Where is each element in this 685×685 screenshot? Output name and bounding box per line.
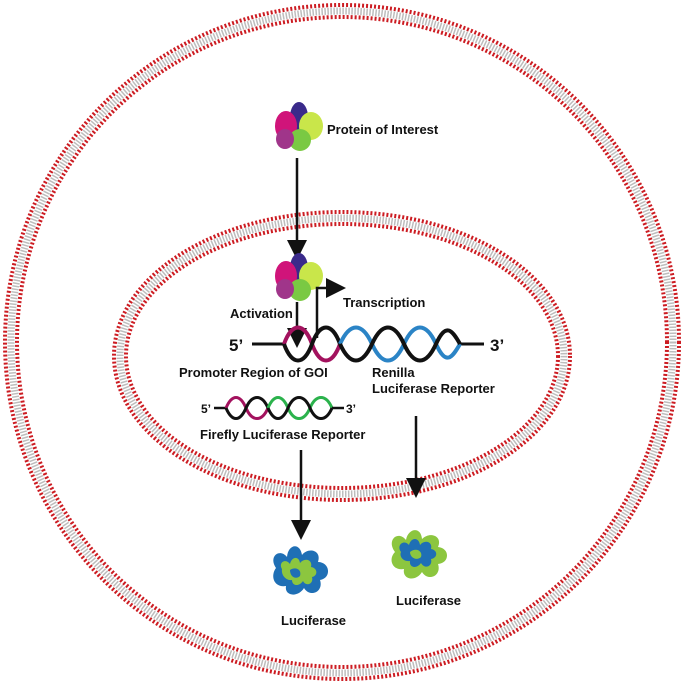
- transcription-label: Transcription: [343, 295, 425, 310]
- cell-membrane: [3, 3, 681, 681]
- five-prime-small-label: 5’: [201, 402, 211, 416]
- three-prime-main-label: 3’: [490, 336, 504, 355]
- promoter-region-label: Promoter Region of GOI: [179, 365, 328, 380]
- five-prime-main-label: 5’: [229, 336, 243, 355]
- protein-of-interest-icon: [275, 102, 323, 151]
- renilla-label-line2: Luciferase Reporter: [372, 381, 495, 396]
- luciferase-left-label: Luciferase: [281, 613, 346, 628]
- firefly-label: Firefly Luciferase Reporter: [200, 427, 365, 442]
- activation-label: Activation: [230, 306, 293, 321]
- protein-in-nucleus-icon: [275, 253, 323, 301]
- luciferase-right-label: Luciferase: [396, 593, 461, 608]
- renilla-label-line1: Renilla: [372, 365, 415, 380]
- nuclear-membrane: [112, 210, 572, 502]
- three-prime-small-label: 3’: [346, 402, 356, 416]
- transcription-arrow: [315, 278, 346, 338]
- firefly-luciferase-icon: [273, 546, 329, 595]
- firefly-dna-strand: 5’ 3’: [201, 396, 356, 420]
- main-dna-strand: 5’ 3’: [229, 325, 504, 363]
- firefly-reporter-strand: [266, 396, 334, 420]
- renilla-luciferase-icon: [391, 530, 447, 579]
- protein-of-interest-label: Protein of Interest: [327, 122, 439, 137]
